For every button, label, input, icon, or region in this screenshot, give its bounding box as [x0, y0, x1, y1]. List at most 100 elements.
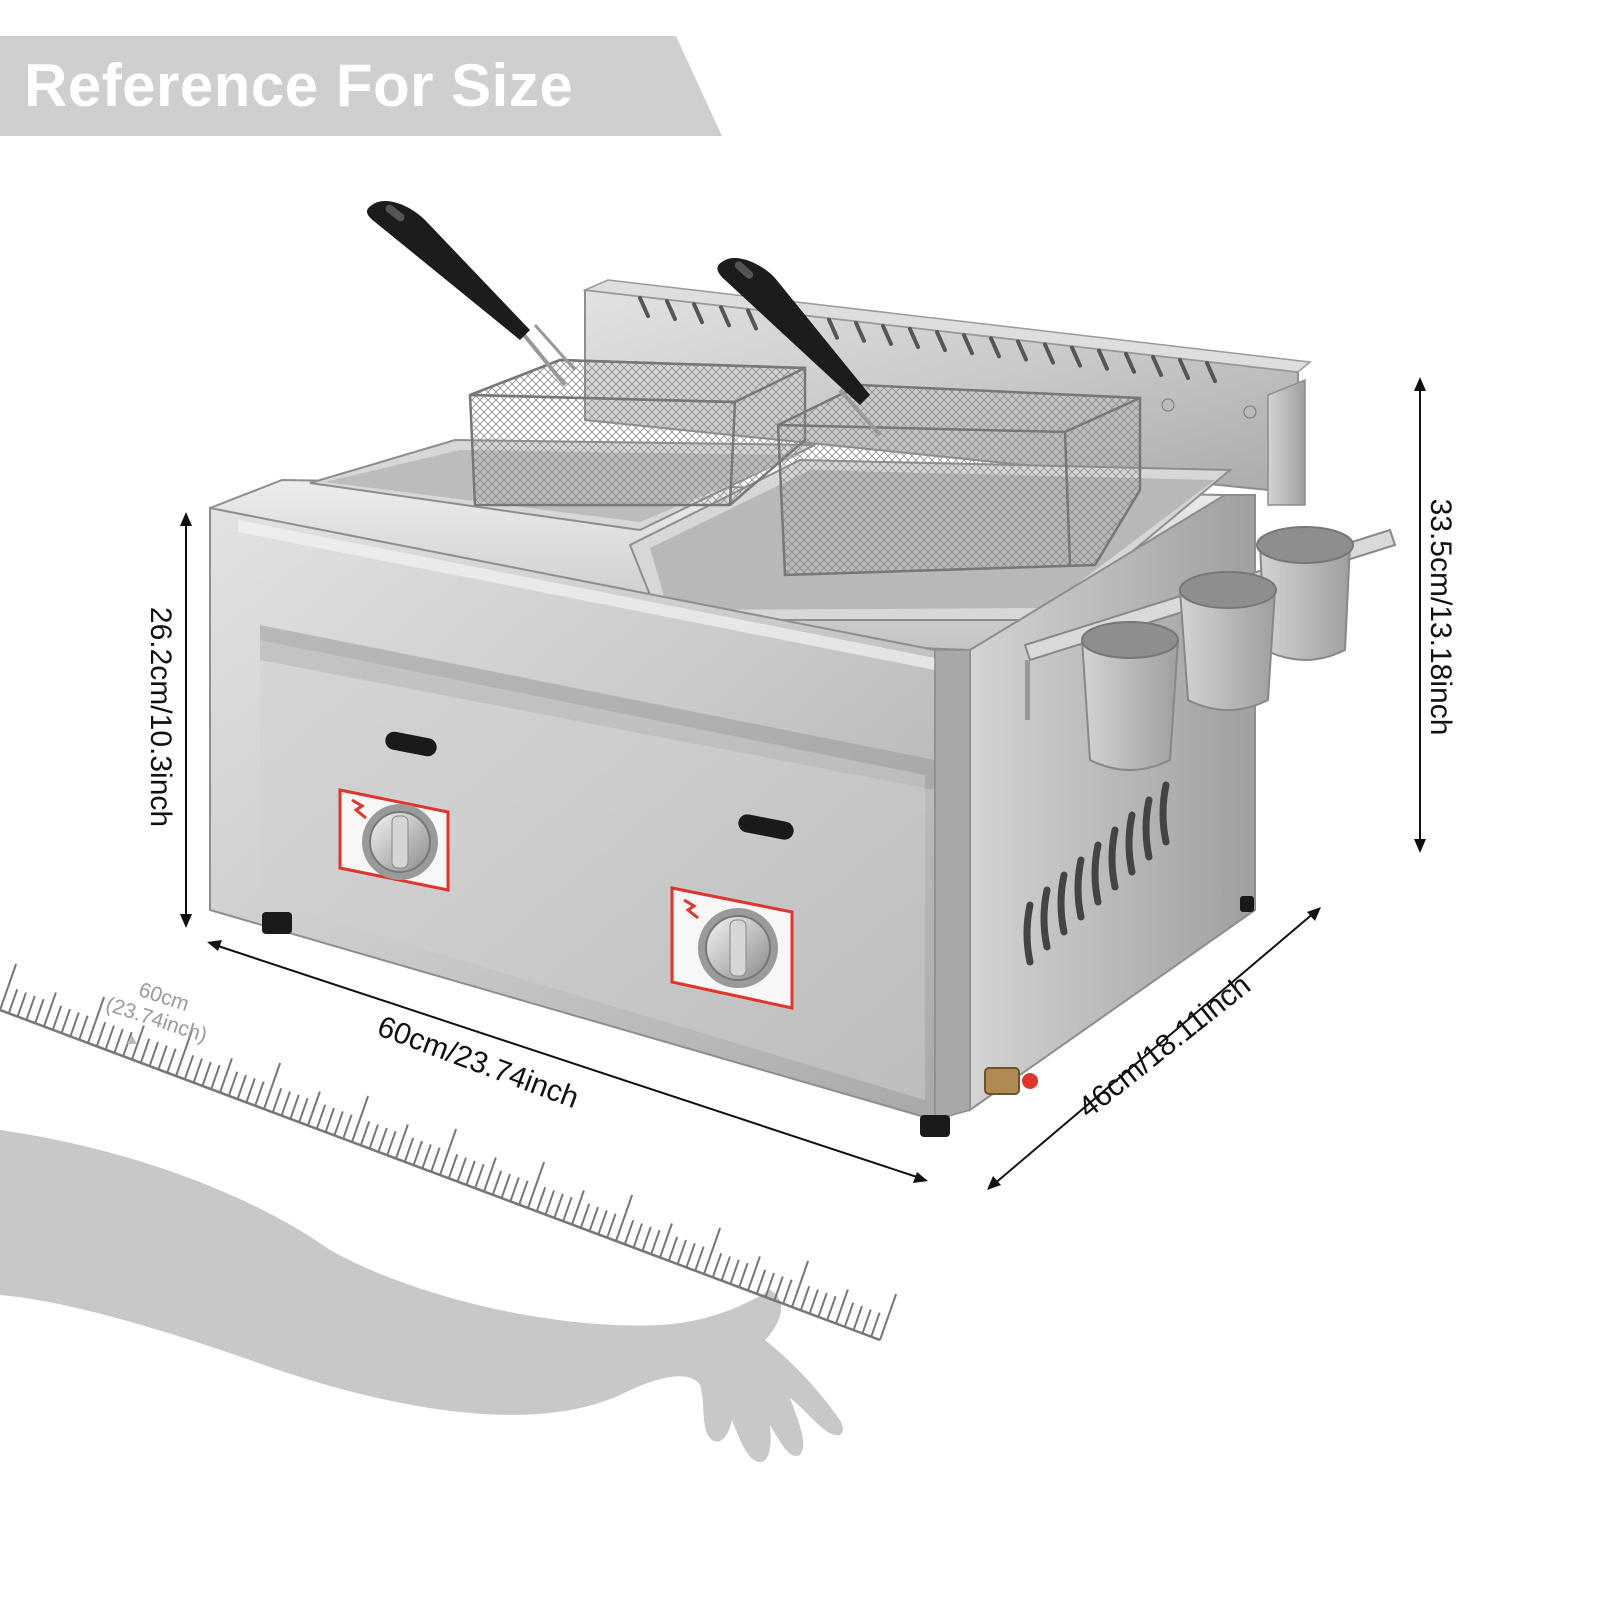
side-vent-slot [1142, 796, 1153, 861]
back-vent-slot [962, 333, 974, 356]
ruler-tick [403, 1137, 415, 1163]
ruler-tick [60, 1008, 71, 1034]
ruler-tick [615, 1194, 634, 1242]
ruler-tick [395, 1124, 409, 1159]
ruler-tick [738, 1262, 749, 1288]
ruler-tick [861, 1309, 872, 1334]
ruler-tick [43, 992, 57, 1027]
control-knob-right[interactable] [670, 886, 794, 1010]
ruler-tick [711, 1252, 723, 1278]
flame-window-right [738, 814, 794, 840]
back-vent-slot [1016, 339, 1028, 362]
ruler-tick [483, 1157, 497, 1192]
ruler-tick [782, 1279, 793, 1305]
banner: Reference For Size [0, 36, 722, 136]
foot-side [1240, 896, 1254, 912]
ruler-tick [333, 1111, 344, 1136]
ruler-tick [157, 1045, 168, 1070]
ruler-tick [342, 1114, 353, 1140]
back-vent-slot [1205, 361, 1217, 384]
back-vent-slot [1124, 351, 1136, 374]
ruler-tick [544, 1190, 555, 1215]
ruler-tick [755, 1269, 767, 1295]
ruler-tick [113, 1028, 124, 1054]
ruler-tick [773, 1276, 784, 1301]
ruler-tick [588, 1206, 599, 1232]
ruler-tick [87, 996, 106, 1044]
ruler-tick [201, 1061, 212, 1087]
ruler-tick [254, 1081, 265, 1107]
ruler-tick [456, 1157, 467, 1182]
back-vent-slot [1151, 354, 1163, 377]
ruler-tick [694, 1246, 705, 1272]
basket-handle-left [366, 200, 530, 340]
ruler [0, 963, 898, 1342]
ruler-tick [219, 1058, 233, 1093]
dimension-arrows [180, 377, 1426, 1190]
utensil-cup-middle [1178, 571, 1277, 711]
flame-window-left [385, 731, 437, 757]
ruler-tick [606, 1213, 617, 1239]
ruler-tick [676, 1239, 687, 1265]
basket-handle-right [717, 257, 870, 405]
back-vent-slot [692, 302, 704, 325]
ruler-tick [183, 1054, 195, 1080]
ruler-tick [650, 1229, 661, 1255]
back-vent-slot [881, 323, 893, 346]
ruler-tick [553, 1193, 564, 1219]
ruler-tick [791, 1260, 810, 1308]
ruler-tick [764, 1272, 775, 1298]
ruler-tick [351, 1095, 370, 1143]
height-front-label: 26.2cm/10.3inch [144, 606, 177, 828]
ruler-tick [439, 1128, 458, 1176]
utensil-cup-front [1080, 621, 1180, 771]
ruler-tick [175, 1029, 194, 1077]
back-vent-slot [854, 320, 866, 343]
ruler-tick [210, 1064, 221, 1090]
ruler-tick [377, 1127, 388, 1153]
ruler-tick [324, 1107, 335, 1133]
back-vent-slot [1043, 342, 1055, 365]
ruler-tick [535, 1186, 547, 1212]
ruler-tick [623, 1219, 635, 1245]
back-vent-slot [665, 299, 677, 322]
side-vent-slot [1125, 811, 1136, 876]
ruler-tick [430, 1147, 441, 1173]
ruler-tick [412, 1140, 423, 1166]
banner-title: Reference For Size [24, 52, 574, 119]
fry-basket-left [468, 324, 807, 507]
ruler-tick [271, 1087, 283, 1113]
ruler-tick [579, 1203, 591, 1229]
ruler-tick [685, 1243, 696, 1268]
ruler-tick [25, 995, 36, 1021]
back-vent-slot [638, 296, 650, 318]
ruler-tick [131, 1025, 145, 1060]
ruler-tick [729, 1259, 740, 1285]
ruler-tick [632, 1223, 643, 1248]
ruler-tick [852, 1305, 863, 1331]
back-vent-slot [746, 308, 758, 331]
back-vent-slot [935, 330, 947, 353]
ruler-tick [69, 1012, 80, 1037]
ruler-tick [597, 1210, 608, 1235]
ruler-tick [474, 1163, 485, 1189]
ruler-tick [527, 1161, 546, 1209]
ruler-tick [571, 1190, 585, 1225]
fry-basket-right [776, 383, 1142, 577]
ruler-tick [491, 1170, 503, 1196]
ruler-tick [7, 988, 19, 1014]
arm-silhouette [0, 1130, 843, 1462]
ruler-tick [826, 1295, 837, 1321]
side-vent-slot [1023, 901, 1034, 966]
ruler-tick [421, 1144, 432, 1169]
ruler-tick [518, 1180, 529, 1206]
ruler-tick [298, 1097, 309, 1123]
ruler-tick [386, 1130, 397, 1156]
ruler-tick [166, 1048, 177, 1074]
control-knob-left[interactable] [338, 788, 450, 892]
handle-hole-right [734, 261, 754, 279]
ruler-tick [368, 1124, 379, 1149]
ruler-tick [0, 963, 18, 1011]
ruler-tick [263, 1062, 282, 1110]
